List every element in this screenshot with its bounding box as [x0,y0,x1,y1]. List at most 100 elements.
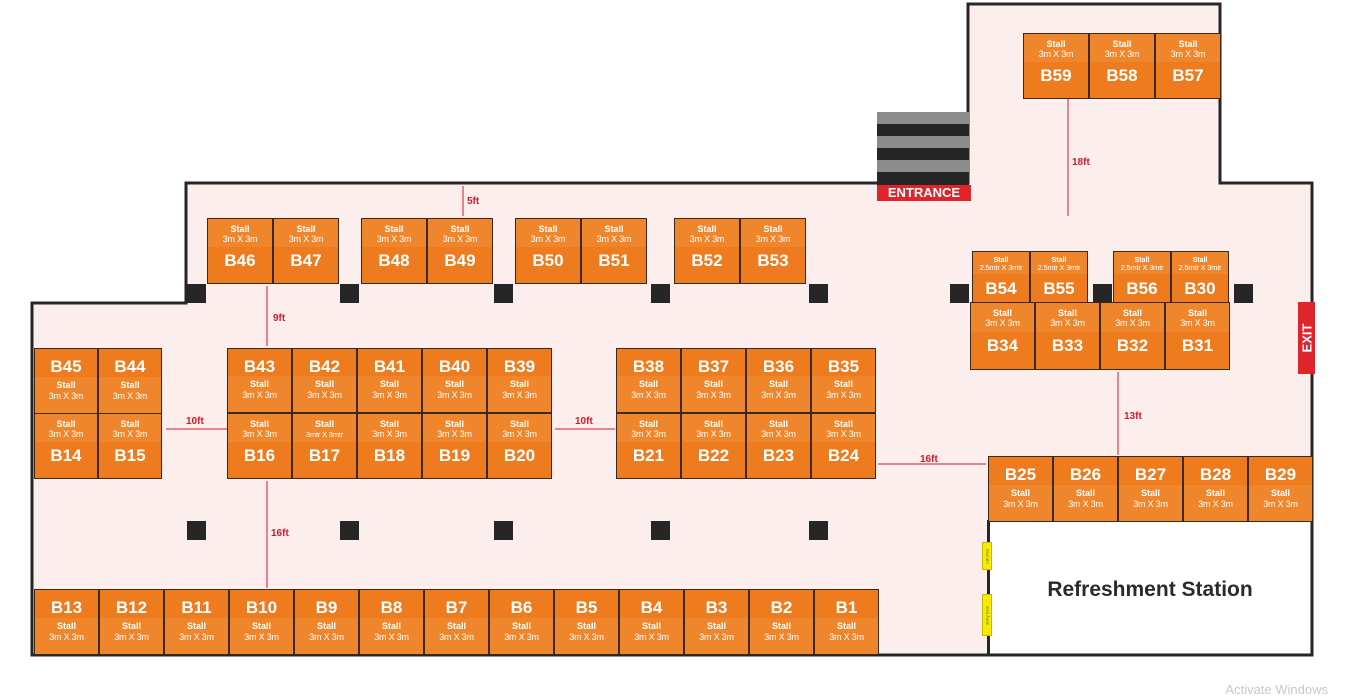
stall-size: 3m X 3m [761,429,796,439]
stall-info-band [490,618,553,654]
dim-label-b59-to-entrance: 18ft [1072,157,1090,168]
pillar [340,521,359,540]
stall-info-band [989,485,1052,521]
stall-id: B39 [503,357,536,376]
stall-info-band [675,219,739,247]
stall-size: 3m X 3m [374,632,409,642]
stall-size: 3m X 3m [437,429,472,439]
stall-info-band [293,414,356,442]
stall-size: 3m X 3m [242,429,277,439]
stall-label: Stall [316,621,336,631]
stall-info-band [1166,303,1229,332]
dim-label-b15-to-b16: 10ft [186,416,204,427]
stall-label: Stall [56,380,76,390]
stall-size: 3m X 3m [112,429,148,439]
stall-size: 3m X 3m [1180,318,1215,328]
stall-info-band [1172,252,1228,274]
stall-label: Stall [1112,39,1132,49]
stall-id: B20 [503,446,536,465]
stall-info-band [1054,485,1117,521]
stall-info-band [617,376,680,412]
stall-info-band [815,618,878,654]
stall-id: B56 [1126,279,1158,298]
stall-id: B34 [986,336,1019,355]
stall-label: Stall [444,379,464,389]
stall-info-band [741,219,805,247]
stall-id: B6 [510,598,533,617]
stall-id: B8 [380,598,403,617]
stall-info-band [682,414,745,442]
entry-door[interactable]: Entry Door [982,594,992,636]
stall-label: Stall [296,224,316,234]
stall-label: Stall [833,419,853,429]
stall-size: 3m X 3m [439,632,474,642]
stall-label: Stall [576,621,596,631]
stall-size: 3m X 3m [761,390,796,400]
lift-door[interactable]: Lift Door [982,542,992,570]
stall-size: 3m X 3m [530,234,566,244]
stall-label: Stall [1140,488,1160,498]
stall-size: 3m X 3m [114,632,149,642]
stall-id: B31 [1181,336,1214,355]
